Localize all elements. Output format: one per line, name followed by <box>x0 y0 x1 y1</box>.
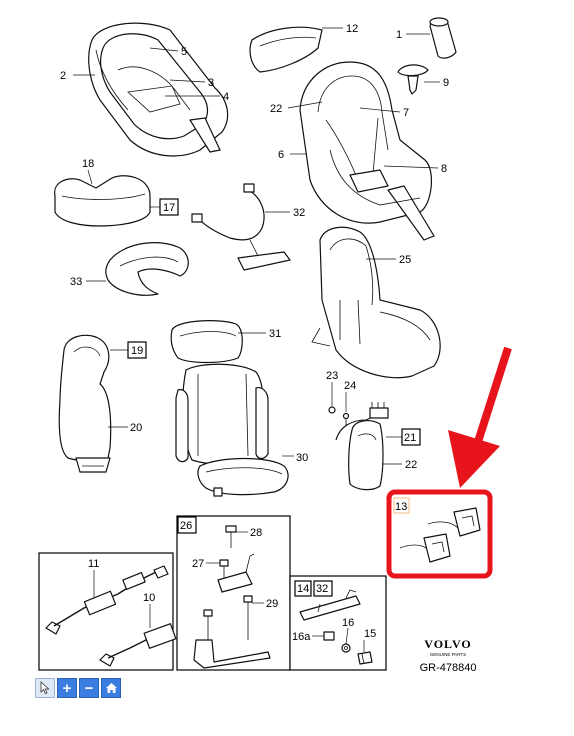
part-25-seat-cover[interactable] <box>311 226 441 379</box>
callout-14: 14 <box>297 583 309 595</box>
callout-28: 28 <box>250 527 262 539</box>
part-33-neck-pillow[interactable] <box>105 242 189 296</box>
callout-17: 17 <box>163 202 175 214</box>
callout-26: 26 <box>180 520 192 532</box>
part-24-screw[interactable] <box>342 412 350 427</box>
callout-5: 5 <box>181 46 187 58</box>
harness-box[interactable] <box>38 552 177 671</box>
highlight-frame-13[interactable]: 13 <box>386 489 493 579</box>
infant-carrier[interactable] <box>88 22 229 157</box>
zoom-out-icon: − <box>84 679 94 697</box>
part-32-support-leg[interactable] <box>191 183 291 271</box>
mounting-box-26[interactable]: 26 <box>176 515 291 671</box>
zoom-in-button[interactable]: + <box>57 678 77 698</box>
callout-12: 12 <box>346 23 358 35</box>
callout-29: 29 <box>266 598 278 610</box>
booster-seat-with-backrest[interactable] <box>170 320 289 497</box>
callout-22-top: 22 <box>270 103 282 115</box>
part-9-clip[interactable] <box>397 64 429 95</box>
callout-15: 15 <box>364 628 376 640</box>
callout-25: 25 <box>399 254 411 266</box>
callout-7: 7 <box>403 107 409 119</box>
part-1-cap[interactable] <box>429 17 457 59</box>
home-button[interactable] <box>101 678 121 698</box>
callout-18: 18 <box>82 158 94 170</box>
callout-21: 21 <box>404 432 416 444</box>
callout-33: 33 <box>70 276 82 288</box>
zoom-in-icon: + <box>62 679 72 697</box>
callout-16: 16 <box>342 617 354 629</box>
callout-2: 2 <box>60 70 66 82</box>
child-seat[interactable] <box>299 61 435 241</box>
callout-31: 31 <box>269 328 281 340</box>
callout-23: 23 <box>326 370 338 382</box>
callout-27: 27 <box>192 558 204 570</box>
pointer-button[interactable] <box>35 678 55 698</box>
callout-24: 24 <box>344 380 356 392</box>
brand-logo: VOLVO <box>424 637 471 651</box>
callout-6: 6 <box>278 149 284 161</box>
callout-32-box: 32 <box>316 583 328 595</box>
part-20-backrest-panel[interactable] <box>58 334 112 473</box>
callout-3: 3 <box>208 77 214 89</box>
part-18-booster-cushion[interactable] <box>54 175 151 227</box>
callout-4: 4 <box>223 91 229 103</box>
zoom-toolbar: + − <box>35 678 121 698</box>
part-22-back-plate[interactable] <box>335 402 389 491</box>
callout-8: 8 <box>441 163 447 175</box>
callout-9: 9 <box>443 77 449 89</box>
callout-1: 1 <box>396 29 402 41</box>
brand-subtitle: GENUINE PARTS <box>430 652 466 657</box>
callout-20: 20 <box>130 422 142 434</box>
diagram-reference: GR-478840 <box>420 662 477 674</box>
callout-16a: 16a <box>292 631 311 643</box>
callout-32: 32 <box>293 207 305 219</box>
pointer-icon <box>40 681 50 695</box>
callout-19: 19 <box>131 345 143 357</box>
callout-13: 13 <box>395 501 407 513</box>
callout-10: 10 <box>143 592 155 604</box>
zoom-out-button[interactable]: − <box>79 678 99 698</box>
callout-22-bottom: 22 <box>405 459 417 471</box>
part-23-screw[interactable] <box>328 406 336 414</box>
callout-30: 30 <box>296 452 308 464</box>
home-icon <box>105 683 117 693</box>
mounting-box-14[interactable]: 14 32 <box>289 575 387 671</box>
callout-11: 11 <box>88 558 99 570</box>
part-12-pad[interactable] <box>249 26 323 73</box>
red-arrow <box>448 346 512 488</box>
